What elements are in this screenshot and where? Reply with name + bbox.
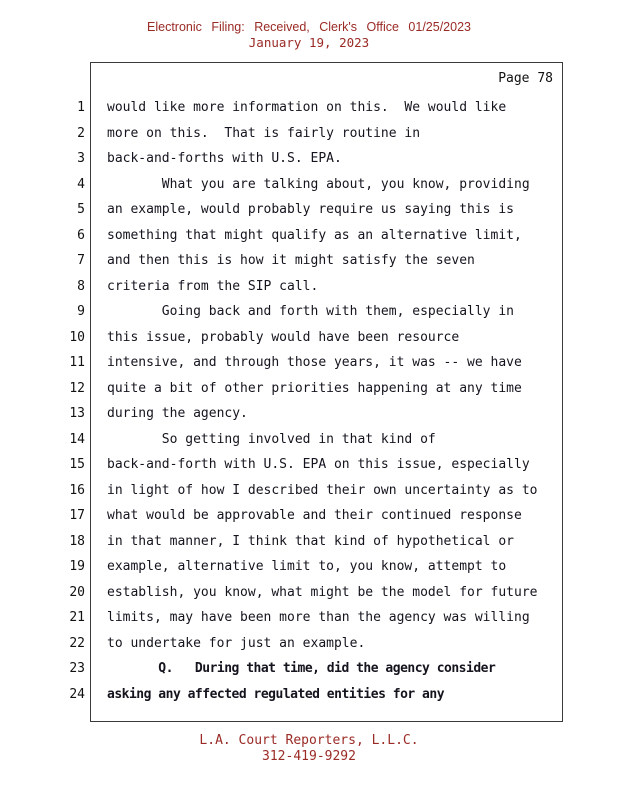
line-text: to undertake for just an example. [107, 635, 366, 651]
transcript-line: 6 something that might qualify as an alt… [0, 223, 618, 249]
line-number: 5 [77, 202, 85, 217]
transcript-page-border [90, 62, 563, 722]
filing-date-line: January 19, 2023 [248, 35, 370, 50]
transcript-line: 9 Going back and forth with them, especi… [0, 299, 618, 325]
transcript-line: 11 intensive, and through those years, i… [0, 350, 618, 376]
filing-stamp-line: Electronic Filing: Received, Clerk's Off… [147, 20, 471, 34]
line-number: 10 [69, 329, 85, 345]
transcript-line: 19 example, alternative limit to, you kn… [0, 554, 618, 580]
line-text: Q. During that time, did the agency cons… [107, 661, 496, 676]
line-number: 19 [69, 559, 85, 574]
line-number: 2 [77, 125, 85, 141]
line-text: back-and-forth with U.S. EPA on this iss… [107, 457, 530, 472]
line-text: in light of how I described their own un… [107, 482, 538, 498]
line-text: intensive, and through those years, it w… [107, 355, 522, 370]
line-text: What you are talking about, you know, pr… [107, 176, 530, 192]
reporter-footer: L.A. Court Reporters, L.L.C. 312-419-929… [0, 733, 618, 764]
transcript-line: 16 in light of how I described their own… [0, 478, 618, 504]
line-number: 16 [69, 482, 85, 498]
transcript-line: 10 this issue, probably would have been … [0, 325, 618, 351]
line-text: establish, you know, what might be the m… [107, 584, 538, 600]
reporter-company: L.A. Court Reporters, L.L.C. [199, 733, 419, 748]
line-text: criteria from the SIP call. [107, 278, 319, 294]
transcript-line: 1 would like more information on this. W… [0, 95, 618, 121]
line-text: would like more information on this. We … [107, 100, 507, 115]
filing-stamp: Electronic Filing: Received, Clerk's Off… [0, 20, 618, 50]
line-number: 21 [69, 610, 85, 625]
line-text: quite a bit of other priorities happenin… [107, 380, 522, 396]
line-number: 9 [77, 304, 85, 319]
transcript-line: 23 Q. During that time, did the agency c… [0, 656, 618, 682]
transcript-line: 18 in that manner, I think that kind of … [0, 529, 618, 555]
line-number: 14 [69, 431, 85, 447]
line-number: 15 [69, 457, 85, 472]
line-text: an example, would probably require us sa… [107, 202, 514, 217]
line-number: 8 [77, 278, 85, 294]
line-text: in that manner, I think that kind of hyp… [107, 533, 514, 549]
line-text: during the agency. [107, 406, 248, 421]
line-number: 11 [69, 355, 85, 370]
line-number: 22 [69, 635, 85, 651]
line-number: 1 [77, 100, 85, 115]
line-number: 4 [77, 176, 85, 192]
transcript-line: 12 quite a bit of other priorities happe… [0, 376, 618, 402]
transcript-line: 14 So getting involved in that kind of [0, 427, 618, 453]
transcript-line: 4 What you are talking about, you know, … [0, 172, 618, 198]
page-number-label: Page 78 [498, 71, 553, 86]
line-text: limits, may have been more than the agen… [107, 610, 530, 625]
transcript-lines: 1 would like more information on this. W… [0, 95, 618, 707]
transcript-line: 21 limits, may have been more than the a… [0, 605, 618, 631]
line-number: 18 [69, 533, 85, 549]
transcript-line: 15 back-and-forth with U.S. EPA on this … [0, 452, 618, 478]
transcript-line: 24 asking any affected regulated entitie… [0, 682, 618, 708]
line-number: 12 [69, 380, 85, 396]
line-text: what would be approvable and their conti… [107, 508, 522, 523]
reporter-phone: 312-419-9292 [262, 748, 356, 764]
transcript-line: 8 criteria from the SIP call. [0, 274, 618, 300]
line-text: Going back and forth with them, especial… [107, 304, 514, 319]
line-text: asking any affected regulated entities f… [107, 686, 445, 702]
transcript-line: 17 what would be approvable and their co… [0, 503, 618, 529]
line-number: 23 [69, 661, 85, 676]
transcript-line: 2 more on this. That is fairly routine i… [0, 121, 618, 147]
line-text: this issue, probably would have been res… [107, 329, 460, 345]
transcript-line: 20 establish, you know, what might be th… [0, 580, 618, 606]
transcript-line: 3 back-and-forths with U.S. EPA. [0, 146, 618, 172]
line-number: 17 [69, 508, 85, 523]
transcript-line: 13 during the agency. [0, 401, 618, 427]
line-text: So getting involved in that kind of [107, 431, 436, 447]
line-text: back-and-forths with U.S. EPA. [107, 151, 342, 166]
line-number: 20 [69, 584, 85, 600]
line-number: 6 [77, 227, 85, 243]
line-text: more on this. That is fairly routine in [107, 125, 421, 141]
line-number: 13 [69, 406, 85, 421]
transcript-line: 22 to undertake for just an example. [0, 631, 618, 657]
line-number: 24 [69, 686, 85, 702]
line-number: 7 [77, 253, 85, 268]
line-text: something that might qualify as an alter… [107, 227, 522, 243]
line-text: and then this is how it might satisfy th… [107, 253, 475, 268]
line-number: 3 [77, 151, 85, 166]
transcript-line: 7 and then this is how it might satisfy … [0, 248, 618, 274]
transcript-line: 5 an example, would probably require us … [0, 197, 618, 223]
line-text: example, alternative limit to, you know,… [107, 559, 507, 574]
